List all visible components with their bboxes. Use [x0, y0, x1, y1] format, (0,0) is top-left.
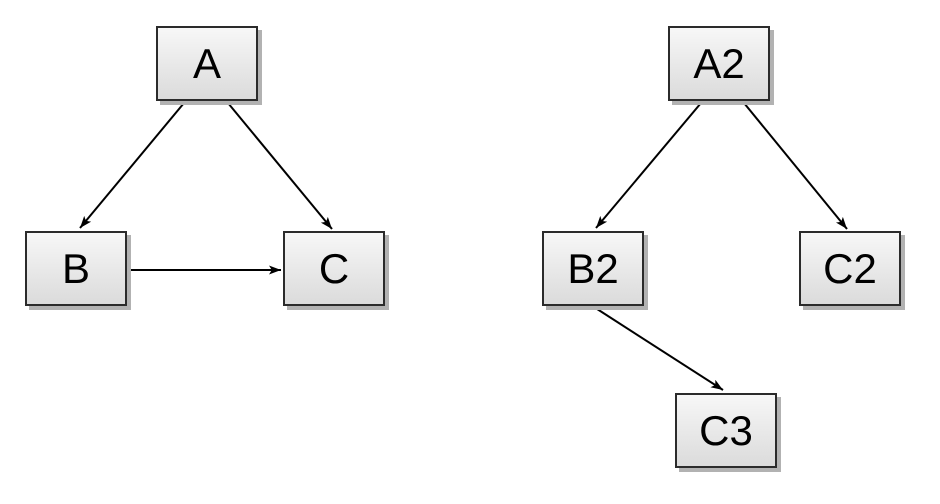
node-C2-label: C2 — [823, 244, 877, 292]
node-C3[interactable]: C3 — [675, 393, 777, 468]
node-A2[interactable]: A2 — [668, 26, 770, 101]
node-B[interactable]: B — [25, 231, 127, 306]
node-B-label: B — [61, 244, 90, 292]
node-A-label: A — [192, 39, 221, 87]
edge-A-B — [79, 102, 185, 229]
node-A2-label: A2 — [693, 39, 745, 87]
node-A[interactable]: A — [156, 26, 258, 101]
node-C[interactable]: C — [283, 231, 385, 306]
node-C-label: C — [318, 244, 350, 292]
edge-lines — [79, 102, 848, 391]
node-C2[interactable]: C2 — [799, 231, 901, 306]
node-B2[interactable]: B2 — [542, 231, 644, 306]
edge-A2-C2 — [743, 102, 848, 230]
edge-A2-B2 — [595, 102, 702, 229]
edge-A-C — [227, 102, 333, 230]
node-C3-label: C3 — [699, 406, 753, 454]
node-B2-label: B2 — [567, 244, 619, 292]
edge-B2-C3 — [593, 306, 724, 391]
